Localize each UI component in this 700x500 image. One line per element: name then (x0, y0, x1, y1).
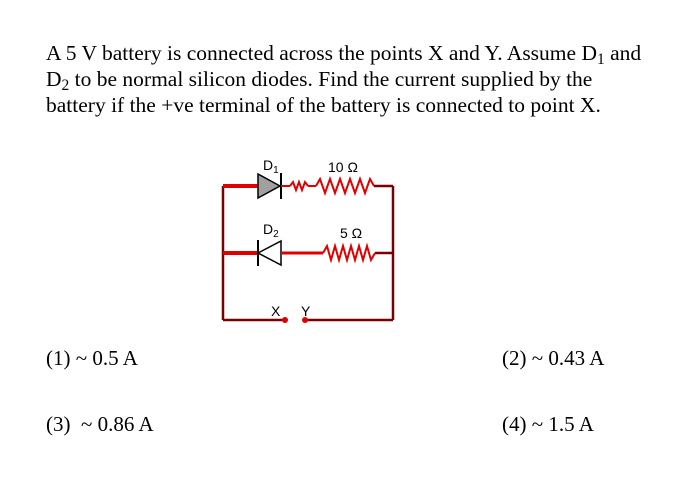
option-1-number: (1) (46, 346, 71, 370)
option-3[interactable]: (3) ~ 0.86 A (46, 412, 154, 437)
question-part-1: A 5 V battery is connected across the po… (46, 41, 597, 65)
terminal-x (282, 317, 288, 323)
option-3-text: ~ 0.86 A (81, 412, 154, 436)
branch-d1: D1 10 Ω (223, 157, 393, 200)
question-sub-2: 2 (61, 76, 70, 94)
option-2-number: (2) (502, 346, 527, 370)
question-sub-1: 1 (596, 50, 605, 68)
question-text: A 5 V battery is connected across the po… (46, 40, 656, 118)
option-2[interactable]: (2) ~ 0.43 A (502, 346, 604, 371)
r2-label: 5 Ω (340, 225, 362, 241)
option-1-text: ~ 0.5 A (75, 346, 138, 370)
option-4-text: ~ 1.5 A (531, 412, 594, 436)
diode-d2-icon (256, 239, 282, 267)
diode-d1-icon (257, 172, 282, 200)
resistor-10-ohm-icon (315, 176, 375, 196)
option-1[interactable]: (1) ~ 0.5 A (46, 346, 138, 371)
terminal-y (302, 317, 308, 323)
terminal-y-label: Y (301, 303, 311, 319)
d2-label: D2 (263, 221, 279, 240)
question-part-2: and D (46, 41, 642, 91)
option-4[interactable]: (4) ~ 1.5 A (502, 412, 594, 437)
branch-d2: D2 5 Ω (223, 221, 393, 267)
question-part-3: to be normal silicon diodes. Find the cu… (46, 67, 601, 117)
small-zigzag (289, 179, 309, 193)
option-2-text: ~ 0.43 A (531, 346, 605, 370)
option-4-number: (4) (502, 412, 527, 436)
d1-label: D1 (263, 157, 279, 176)
terminal-x-label: X (271, 303, 281, 319)
resistor-5-ohm-icon (322, 242, 376, 264)
terminals: X Y (271, 303, 311, 323)
option-3-number: (3) (46, 412, 71, 436)
r1-label: 10 Ω (328, 159, 358, 175)
